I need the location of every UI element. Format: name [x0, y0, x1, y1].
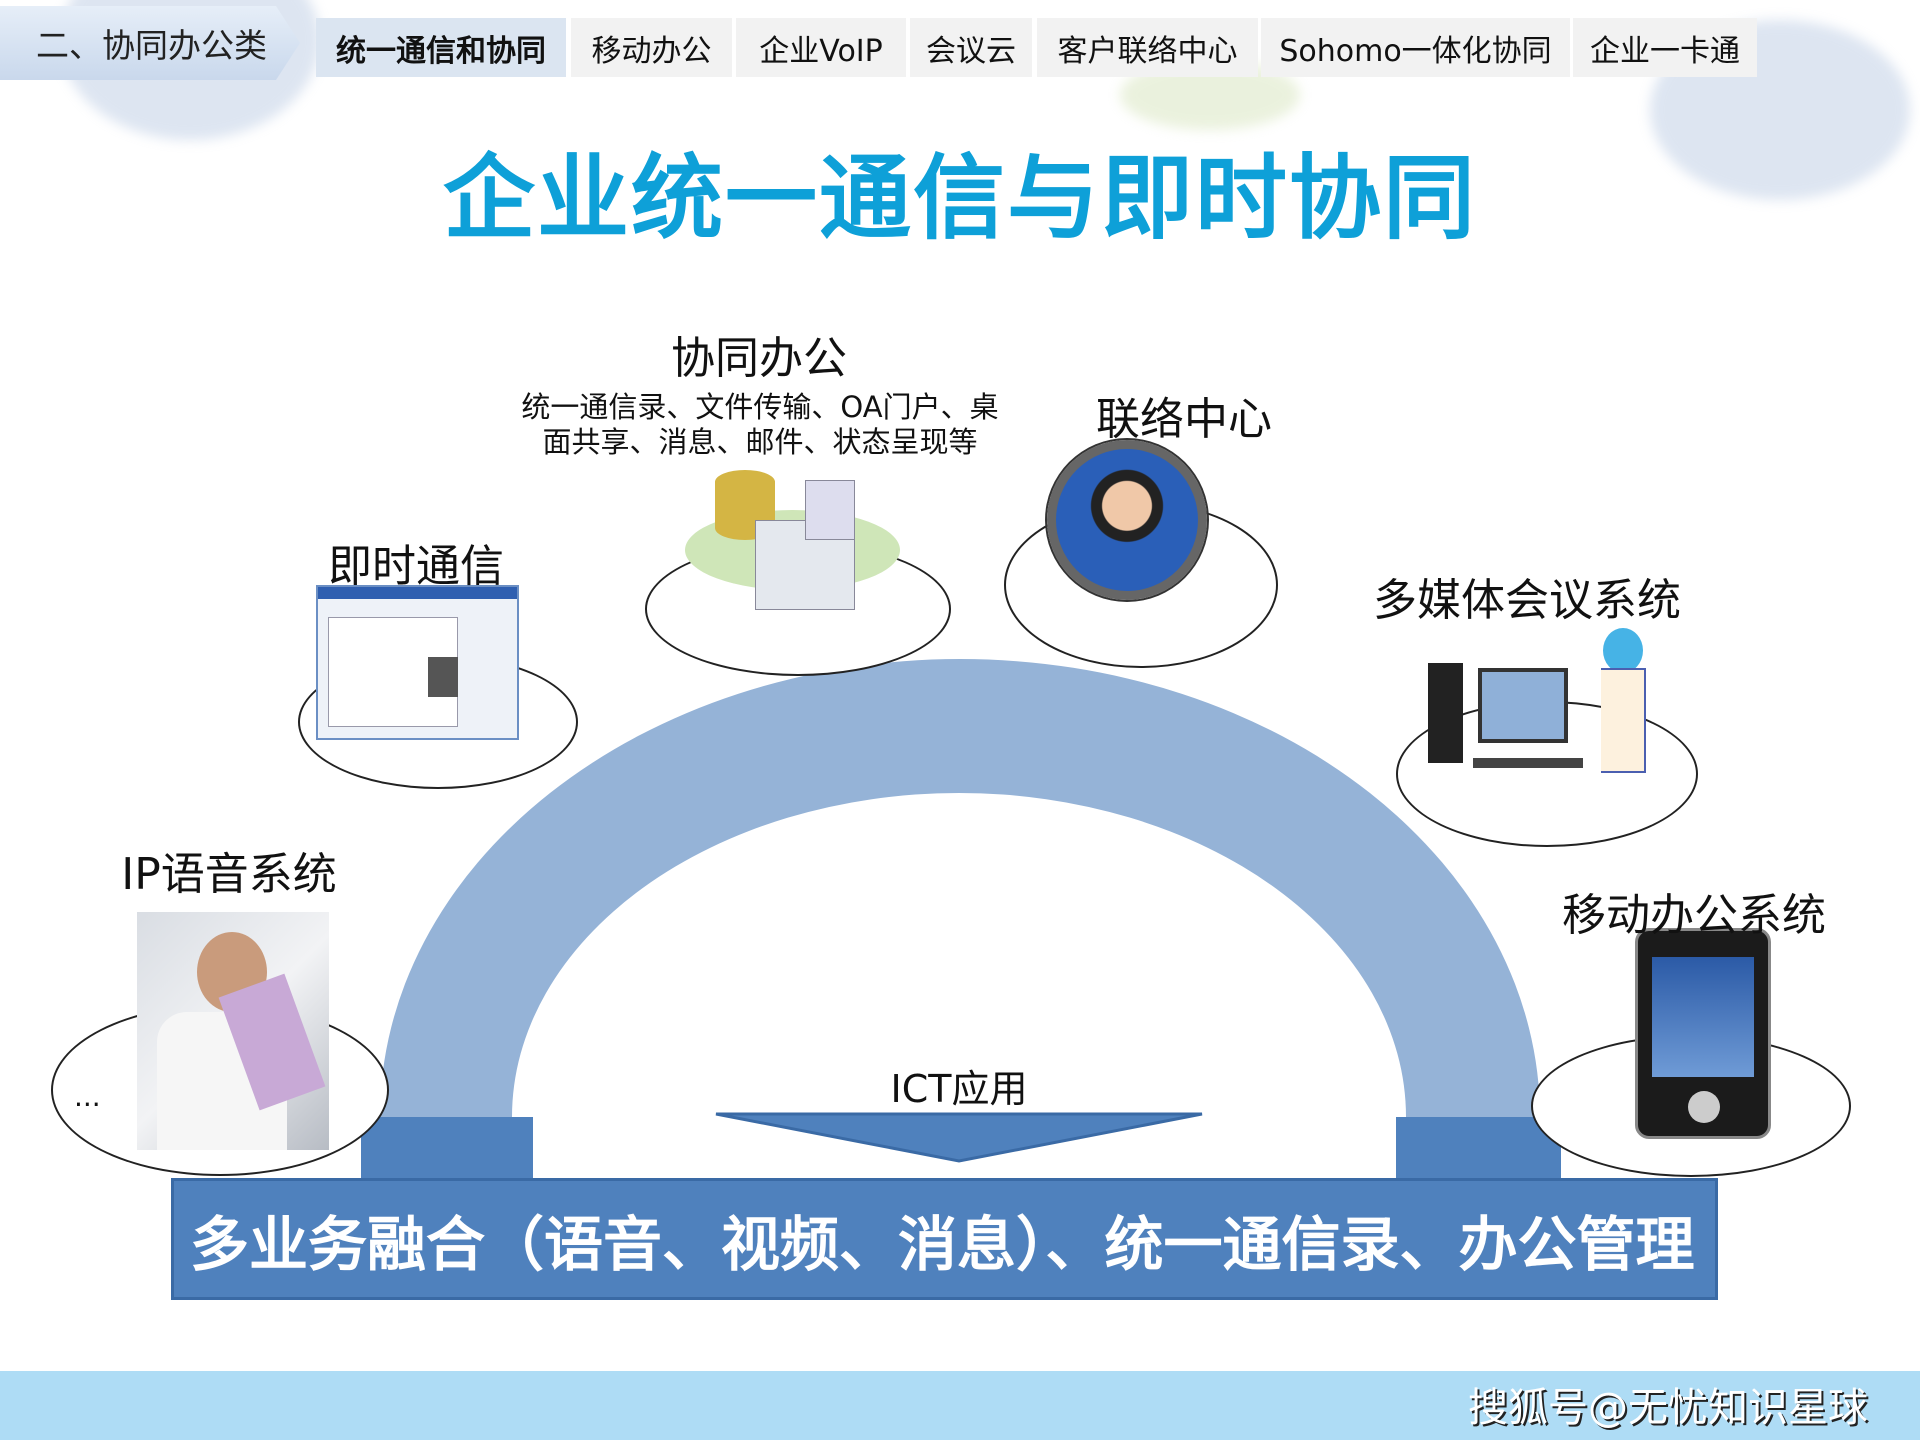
tab-sohomo[interactable]: Sohomo一体化协同: [1261, 18, 1570, 77]
tab-enterprise-voip[interactable]: 企业VoIP: [736, 18, 906, 77]
tab-unified-communication[interactable]: 统一通信和协同: [316, 18, 566, 77]
collab-desc-line1: 统一通信录、文件传输、OA门户、桌: [521, 390, 999, 424]
collab-illustration: [685, 470, 900, 610]
contact-label: 联络中心: [1096, 394, 1272, 445]
ict-label: ICT应用: [890, 1067, 1028, 1111]
mobile-phone-image: [1635, 928, 1771, 1139]
mobile-label: 移动办公系统: [1562, 890, 1826, 941]
arch-foot-left: [361, 1117, 533, 1179]
arch-foot-right: [1396, 1117, 1561, 1179]
ict-arrow: [715, 1112, 1203, 1163]
tab-contact-center[interactable]: 客户联络中心: [1037, 18, 1258, 77]
tab-mobile-office[interactable]: 移动办公: [571, 18, 732, 77]
bottom-banner: 多业务融合（语音、视频、消息）、统一通信录、办公管理: [171, 1178, 1718, 1300]
footer-strip: [0, 1371, 1920, 1440]
ip-voice-more: ...: [74, 1080, 101, 1113]
ip-voice-label: IP语音系统: [121, 849, 337, 900]
ip-voice-photo: [137, 912, 329, 1150]
im-label: 即时通信: [328, 541, 504, 592]
conference-label: 多媒体会议系统: [1373, 575, 1681, 626]
tab-enterprise-card[interactable]: 企业一卡通: [1573, 18, 1757, 77]
section-label: 二、协同办公类: [0, 6, 300, 80]
page-title: 企业统一通信与即时协同: [442, 145, 1477, 252]
tab-meeting-cloud[interactable]: 会议云: [910, 18, 1032, 77]
im-screenshot: [316, 585, 519, 740]
arch: [380, 659, 1540, 1117]
collab-label: 协同办公: [671, 333, 847, 384]
watermark: 搜狐号@无忧知识星球: [1468, 1385, 1868, 1431]
conference-illustration: [1413, 628, 1648, 778]
collab-desc-line2: 面共享、消息、邮件、状态呈现等: [542, 425, 978, 459]
contact-agent-avatar: [1047, 440, 1207, 600]
